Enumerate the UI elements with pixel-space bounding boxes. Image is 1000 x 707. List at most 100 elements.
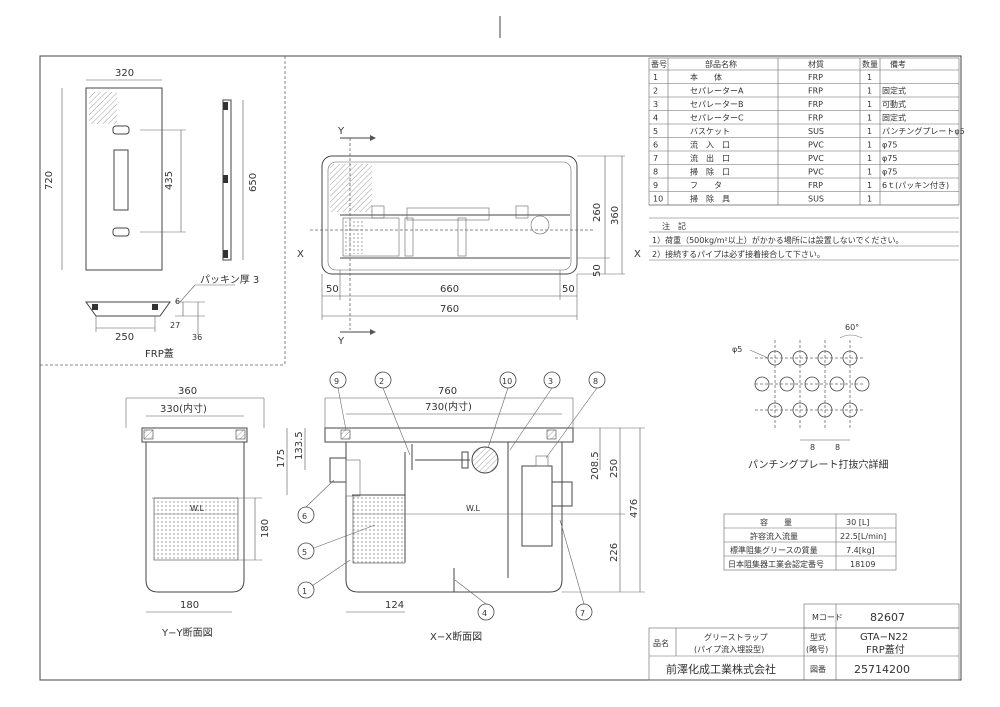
balloon-6: 6 [297, 479, 335, 524]
parts-cell: PVC [808, 168, 824, 177]
parts-cell: PVC [808, 141, 824, 150]
balloon-3: 3 [509, 371, 561, 451]
spec-flow-label: 許容流入流量 [750, 531, 798, 541]
plan-dim-left: 50 [326, 284, 339, 295]
parts-cell: 6 [653, 141, 658, 150]
product-name-label: 品名 [653, 638, 669, 648]
note-1: 1）荷重（500kg/m²以上）がかかる場所には設置しないでください。 [652, 235, 904, 245]
plan-view: 50 660 50 760 260 360 50 Y Y X X [297, 126, 641, 347]
plan-dim-360: 360 [610, 206, 621, 225]
parts-cell: SUS [808, 127, 824, 136]
spec-flow-value: 22.5[L/min] [840, 532, 886, 541]
parts-cell: FRP [808, 87, 823, 96]
drawing-no-label: 図番 [810, 664, 826, 674]
plan-dim-260: 260 [592, 203, 603, 222]
lid-thick-dim: 6 [175, 297, 180, 306]
spec-table: 容 量 30 [L] 許容流入流量 22.5[L/min] 標準阻集グリースの質… [723, 513, 897, 571]
svg-text:7: 7 [580, 609, 585, 618]
xx-dim-226: 226 [609, 543, 620, 562]
punch-angle: 60° [845, 323, 859, 332]
parts-cell: セパレーターC [690, 114, 744, 123]
balloon-5: 5 [297, 524, 376, 560]
lid-handle-dim: 435 [164, 171, 175, 190]
parts-cell: パンチングプレートφ5 [882, 126, 965, 136]
spec-grease-value: 7.4[kg] [846, 546, 875, 555]
balloon-8: 8 [545, 371, 606, 459]
punch-pitch-2: 8 [835, 443, 840, 452]
lid-h-dim: 27 [170, 321, 180, 330]
plan-dim-total: 760 [440, 304, 459, 315]
parts-header-qty: 数量 [862, 59, 878, 69]
parts-cell: FRP [808, 73, 823, 82]
parts-cell: 6ｔ(パッキン付き) [882, 180, 949, 190]
parts-cell: 2 [653, 87, 658, 96]
parts-header-material: 材質 [808, 59, 824, 69]
parts-cell: SUS [808, 195, 824, 204]
product-name-2: (パイプ流入埋設型) [694, 644, 764, 654]
yy-wl: W.L [190, 504, 205, 513]
drawing-no-value: 25714200 [854, 663, 910, 676]
section-mark-y-bottom: Y [337, 336, 345, 347]
svg-text:4: 4 [482, 609, 487, 618]
balloon-10: 10 [487, 371, 517, 449]
xx-dim-476: 476 [629, 499, 640, 518]
parts-cell: 1 [867, 127, 872, 136]
mcode-label: Mコード [812, 613, 843, 622]
parts-cell: 1 [867, 141, 872, 150]
sheet-border [39, 55, 962, 681]
parts-cell: φ75 [882, 168, 897, 177]
svg-text:3: 3 [548, 377, 553, 386]
parts-cell: 1 [867, 154, 872, 163]
model-value-2: FRP蓋付 [866, 643, 905, 656]
spec-grease-label: 標準阻集グリースの質量 [730, 545, 818, 555]
lid-side-dim: 650 [248, 173, 259, 192]
svg-text:5: 5 [302, 548, 307, 557]
parts-cell: セパレーターA [690, 87, 744, 96]
model-value-1: GTA−N22 [860, 632, 908, 643]
plan-dim-right: 50 [562, 284, 575, 295]
parts-cell: 8 [653, 168, 658, 177]
punch-caption: パンチングプレート打抜穴詳細 [748, 458, 889, 471]
plan-dim-50: 50 [592, 264, 603, 277]
notes-title: 注 記 [662, 221, 686, 231]
xx-dim-760: 760 [438, 386, 457, 397]
model-label-1: 型式 [810, 632, 826, 642]
parts-cell: 掃 除 口 [690, 167, 730, 177]
parts-cell: 固定式 [882, 113, 906, 123]
yy-dim-330: 330(内寸) [160, 402, 207, 415]
xx-caption: X−X断面図 [430, 630, 482, 643]
xx-dim-133: 133.5 [294, 431, 305, 460]
balloon-4: 4 [454, 579, 495, 621]
parts-header-name: 部品名称 [705, 59, 737, 69]
svg-text:8: 8 [593, 377, 598, 386]
xx-wl: W.L [466, 504, 481, 513]
title-block: Mコード 82607 品名 グリーストラップ (パイプ流入埋設型) 型式 (略号… [648, 603, 960, 681]
yy-section: 360 330(内寸) 180 180 W.L Y−Y断面図 [125, 386, 271, 639]
spec-cert-value: 18109 [850, 560, 875, 569]
parts-cell: 1 [867, 114, 872, 123]
parts-cell: φ75 [882, 141, 897, 150]
parts-cell: セパレーターB [690, 100, 744, 109]
lid-bottom-dim: 250 [115, 332, 134, 343]
svg-text:10: 10 [502, 377, 512, 386]
balloon-9: 9 [329, 371, 347, 431]
section-mark-y-top: Y [337, 126, 345, 137]
punch-pitch-1: 8 [810, 443, 815, 452]
note-2: 2）接続するパイプは必ず接着接合して下さい。 [652, 249, 825, 259]
parts-cell: 流 出 口 [690, 153, 730, 163]
yy-dim-180-h: 180 [180, 600, 199, 611]
xx-dim-124: 124 [385, 600, 404, 611]
mcode-value: 82607 [870, 611, 905, 624]
parts-cell: 10 [653, 195, 663, 204]
balloon-2: 2 [374, 371, 411, 456]
parts-cell: FRP [808, 114, 823, 123]
parts-header-no: 番号 [651, 59, 667, 69]
xx-section: 760 730(内寸) 175 133.5 208.5 250 476 226 … [276, 371, 645, 643]
lid-h2-dim: 36 [192, 333, 202, 342]
lid-width-dim: 320 [115, 68, 134, 79]
spec-cert-label: 日本阻集器工業会認定番号 [728, 559, 824, 569]
yy-dim-360: 360 [178, 386, 197, 397]
parts-cell: 1 [867, 181, 872, 190]
xx-dim-730: 730(内寸) [425, 400, 472, 413]
